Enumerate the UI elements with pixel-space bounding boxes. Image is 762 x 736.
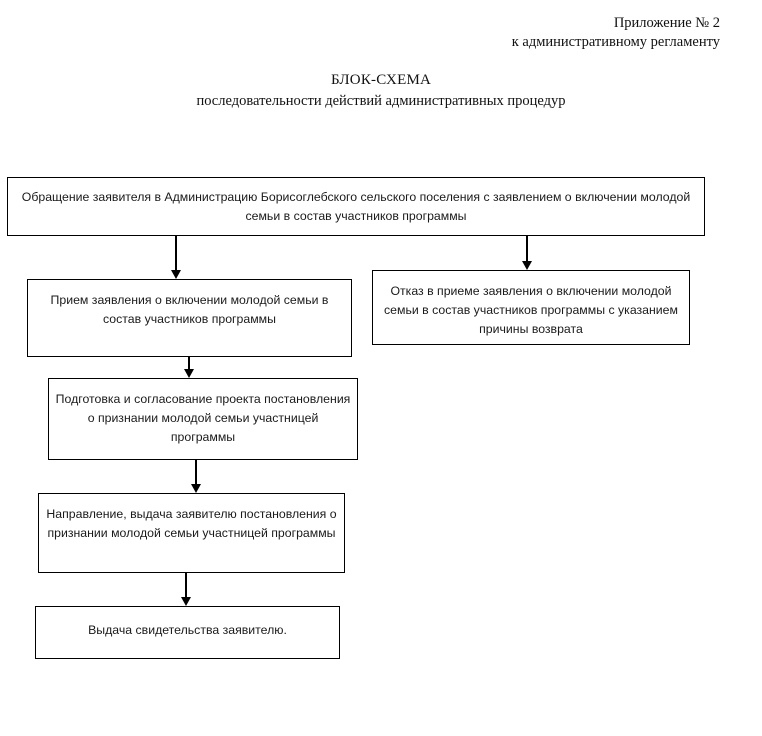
arrow-head-icon	[191, 484, 201, 493]
arrow-accept-to-preparation	[183, 357, 195, 378]
flow-node-issue-decree: Направление, выдача заявителю постановле…	[38, 493, 345, 573]
document-header: Приложение № 2 к административному регла…	[512, 14, 720, 52]
flow-node-preparation: Подготовка и согласование проекта постан…	[48, 378, 358, 460]
arrow-head-icon	[181, 597, 191, 606]
arrow-head-icon	[184, 369, 194, 378]
arrow-shaft	[185, 573, 187, 597]
arrow-shaft	[188, 357, 190, 369]
header-line-appendix: Приложение № 2	[613, 15, 720, 31]
arrow-shaft	[195, 460, 197, 484]
arrow-issue-decree-to-certificate	[180, 573, 192, 606]
arrow-head-icon	[522, 261, 532, 270]
arrow-head-icon	[171, 270, 181, 279]
flow-node-accept: Прием заявления о включении молодой семь…	[27, 279, 352, 357]
arrow-application-to-accept	[170, 236, 182, 279]
arrow-shaft	[175, 236, 177, 270]
arrow-preparation-to-issue-decree	[190, 460, 202, 493]
flow-node-refusal: Отказ в приеме заявления о включении мол…	[372, 270, 690, 345]
flow-node-application: Обращение заявителя в Администрацию Бори…	[7, 177, 705, 236]
title-block: БЛОК-СХЕМА последовательности действий а…	[0, 70, 762, 111]
flow-node-certificate: Выдача свидетельства заявителю.	[35, 606, 340, 659]
page-title: БЛОК-СХЕМА	[330, 72, 432, 88]
arrow-shaft	[526, 236, 528, 261]
page-subtitle: последовательности действий администрати…	[196, 93, 566, 109]
arrow-application-to-refusal	[521, 236, 533, 270]
header-line-regulation: к административному регламенту	[511, 34, 720, 50]
